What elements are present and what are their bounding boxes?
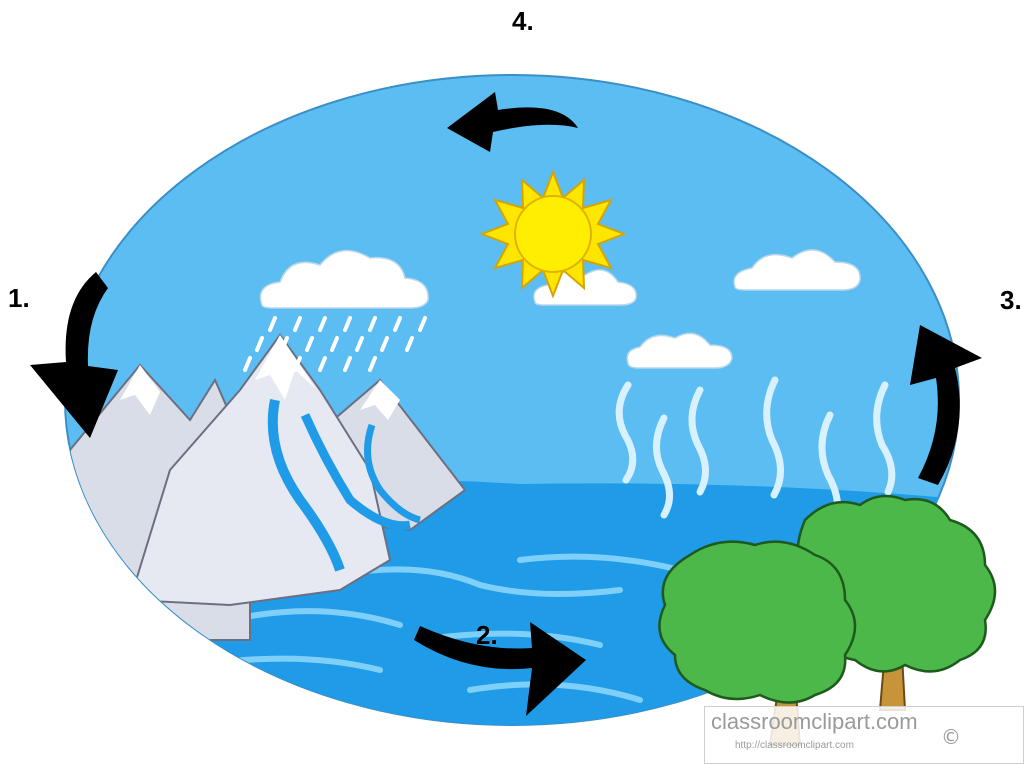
step-label-1: 1. [8, 283, 30, 314]
copyright-icon: © [941, 725, 961, 749]
step-label-2: 2. [476, 620, 498, 651]
watermark-url: http://classroomclipart.com [735, 740, 854, 751]
step-label-4: 4. [512, 6, 534, 37]
step-label-3: 3. [1000, 285, 1022, 316]
watermark-main: classroomclipart.com [711, 709, 918, 735]
watermark: classroomclipart.com http://classroomcli… [704, 706, 1024, 764]
